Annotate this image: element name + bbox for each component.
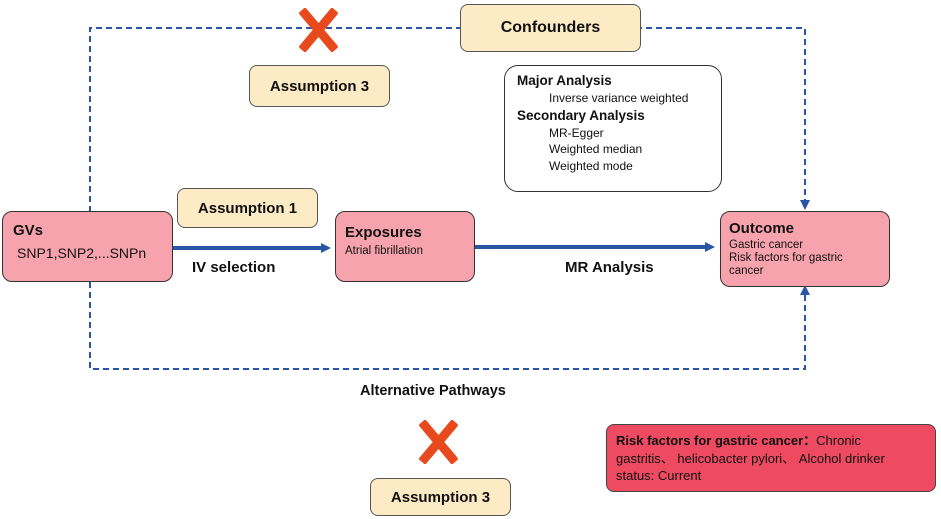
risk-factors-line-1: Chronic — [816, 433, 861, 448]
iv-selection-label: IV selection — [192, 259, 276, 276]
alternative-pathways-label: Alternative Pathways — [360, 383, 506, 399]
cross-icon — [416, 420, 460, 464]
gvs-text: SNP1,SNP2,...SNPn — [17, 245, 147, 261]
secondary-analysis-title: Secondary Analysis — [517, 108, 645, 123]
secondary-analysis-item: MR-Egger — [549, 125, 604, 140]
alternative-pathway-path — [89, 282, 810, 370]
confounders-box: Confounders — [460, 4, 641, 52]
mr-analysis-label: MR Analysis — [565, 259, 654, 276]
confounder-path — [89, 27, 810, 212]
confounders-label: Confounders — [500, 19, 601, 36]
assumption-3-top-label: Assumption 3 — [269, 77, 370, 95]
risk-factors-line-2: gastritis、 helicobacter pylori、 Alcohol … — [616, 450, 885, 466]
exposures-text: Atrial fibrillation — [345, 245, 423, 257]
major-analysis-title: Major Analysis — [517, 73, 612, 88]
analysis-box: Major Analysis Inverse variance weighted… — [504, 65, 722, 192]
outcome-line-2: Risk factors for gastric — [729, 252, 843, 264]
assumption-3-bottom-box: Assumption 3 — [370, 478, 511, 516]
exposures-title: Exposures — [345, 224, 422, 241]
secondary-analysis-item: Weighted mode — [549, 158, 633, 173]
cross-icon — [296, 8, 340, 52]
secondary-analysis-item: Weighted median — [549, 142, 643, 156]
outcome-line-3: cancer — [729, 265, 764, 277]
assumption-1-label: Assumption 1 — [197, 199, 298, 217]
major-analysis-item: Inverse variance weighted — [549, 90, 689, 105]
outcome-title: Outcome — [729, 220, 795, 237]
risk-factors-line-3: status: Current — [616, 468, 702, 483]
risk-factors-box: Risk factors for gastric cancer：Chronic … — [606, 424, 936, 492]
assumption-3-bottom-label: Assumption 3 — [390, 488, 491, 506]
risk-factors-heading: Risk factors for gastric cancer： — [616, 433, 817, 448]
outcome-line-1: Gastric cancer — [729, 239, 804, 251]
outcome-box: Outcome Gastric cancer Risk factors for … — [720, 211, 890, 287]
gvs-title: GVs — [13, 222, 44, 239]
exposures-box: Exposures Atrial fibrillation — [335, 211, 475, 282]
assumption-1-box: Assumption 1 — [177, 188, 318, 228]
gvs-box: GVs SNP1,SNP2,...SNPn — [2, 211, 173, 282]
assumption-3-top-box: Assumption 3 — [249, 65, 390, 107]
